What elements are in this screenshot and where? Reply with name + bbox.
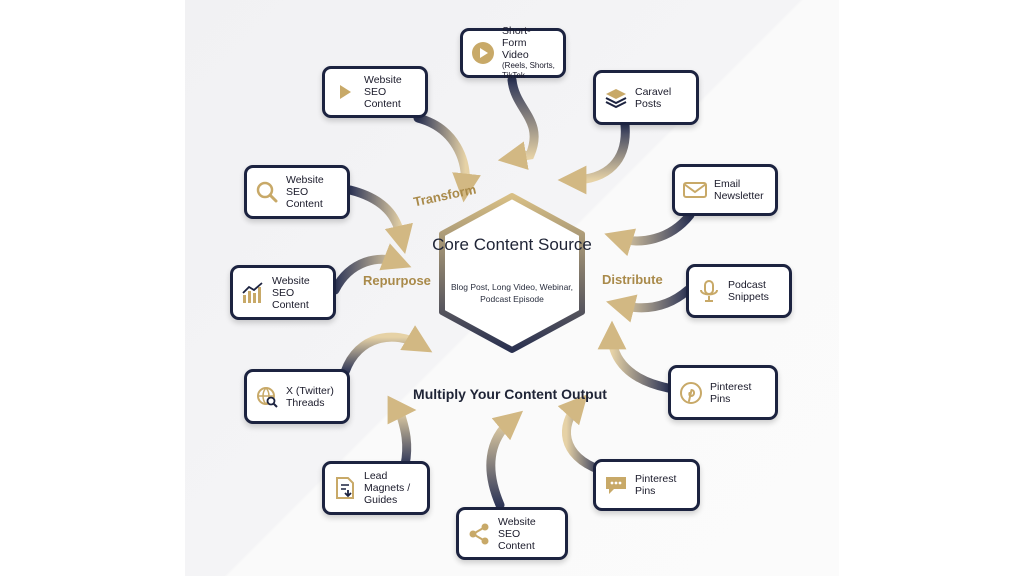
pinterest-icon <box>679 381 703 405</box>
node-x-threads[interactable]: X (Twitter) Threads <box>244 369 350 424</box>
play-circle-icon <box>471 41 495 65</box>
arrow-pinterest-right <box>597 320 673 393</box>
node-website-seo-chart[interactable]: Website SEO Content <box>230 265 336 320</box>
arrow-lead-magnets <box>387 395 417 470</box>
search-icon <box>255 180 279 204</box>
node-pinterest-pins-bottom[interactable]: Pinterest Pins <box>593 459 700 511</box>
core-hexagon <box>439 193 585 353</box>
envelope-icon <box>683 178 707 202</box>
arrow-pinterest-bottom <box>557 394 605 475</box>
node-lead-magnets[interactable]: Lead Magnets / Guides <box>322 461 430 515</box>
globe-search-icon <box>255 385 279 409</box>
node-label: Website SEO Content <box>364 74 402 110</box>
core-title: Core Content Source <box>432 235 592 254</box>
node-short-form-video[interactable]: Short-Form Video (Reels, Shorts, TikTok <box>460 25 566 80</box>
node-label: Caravel Posts <box>635 85 672 110</box>
node-label: Podcast Snippets <box>728 279 769 303</box>
node-sublabel: (Reels, Shorts, TikTok <box>502 61 555 80</box>
arrow-search <box>345 185 413 255</box>
arrow-website-seo-bottom <box>486 410 524 510</box>
arrow-website-seo-top <box>413 113 481 203</box>
play-icon <box>333 80 357 104</box>
node-podcast-snippets[interactable]: Podcast Snippets <box>686 264 792 318</box>
document-download-icon <box>333 476 357 500</box>
node-pinterest-pins-right[interactable]: Pinterest Pins <box>668 365 778 420</box>
arrow-chart <box>330 243 412 295</box>
node-label: Lead Magnets / Guides <box>364 470 411 506</box>
node-label: Website SEO Content <box>498 515 536 552</box>
node-label: X (Twitter) Threads <box>286 384 334 409</box>
tagline: Multiply Your Content Output <box>413 386 607 402</box>
node-label: Website SEO Content <box>286 174 324 210</box>
share-nodes-icon <box>467 522 491 546</box>
node-website-seo-bottom[interactable]: Website SEO Content <box>456 507 568 560</box>
node-label: Email Newsletter <box>714 178 764 202</box>
node-label: Short-Form Video <box>502 25 531 61</box>
layers-icon <box>604 86 628 110</box>
node-website-seo-top[interactable]: Website SEO Content <box>322 66 428 118</box>
arrow-caravel <box>557 120 630 195</box>
node-label: Pinterest Pins <box>635 473 677 497</box>
arrow-podcast <box>606 285 693 323</box>
microphone-icon <box>697 279 721 303</box>
node-caravel-posts[interactable]: Caravel Posts <box>593 70 699 125</box>
node-email-newsletter[interactable]: Email Newsletter <box>672 164 778 216</box>
node-label: Pinterest Pins <box>710 380 752 405</box>
stage-distribute: Distribute <box>602 272 663 287</box>
node-website-seo-search[interactable]: Website SEO Content <box>244 165 350 219</box>
bar-chart-icon <box>241 281 265 305</box>
chat-bubble-icon <box>604 473 628 497</box>
node-label: Website SEO Content <box>272 274 310 311</box>
arrow-email <box>604 210 695 257</box>
arrow-x-threads <box>340 325 433 377</box>
arrow-short-form <box>497 75 539 170</box>
core-subtitle: Blog Post, Long Video, Webinar, Podcast … <box>450 282 574 304</box>
stage-repurpose: Repurpose <box>363 273 431 288</box>
